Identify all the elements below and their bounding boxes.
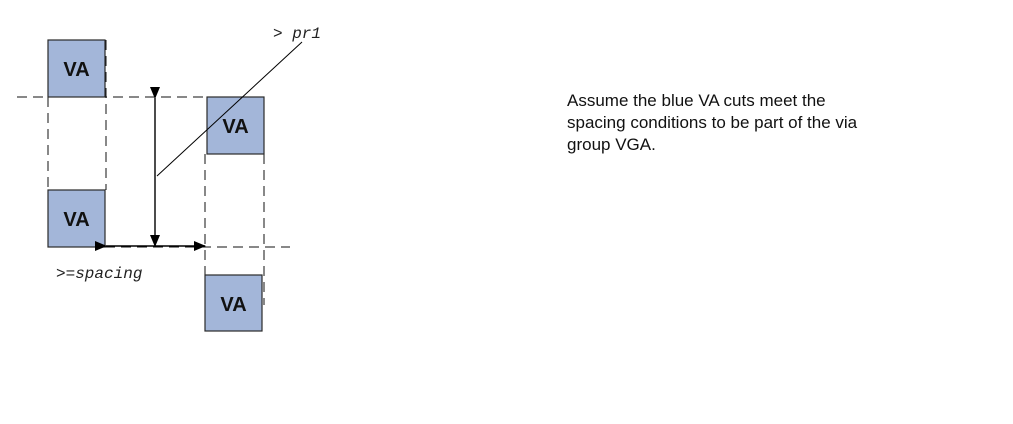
va-box-bottom-left: VA	[47, 189, 106, 248]
va-box-label: VA	[222, 116, 248, 138]
va-box-top-left: VA	[47, 39, 106, 98]
spacing-label: >=spacing	[56, 265, 143, 283]
va-box-label: VA	[63, 59, 89, 81]
va-box-bottom-right: VA	[204, 274, 263, 332]
spacing-value: spacing	[75, 265, 143, 283]
note-line: Assume the blue VA cuts meet the	[567, 91, 826, 110]
va-box-label: VA	[220, 294, 246, 316]
va-box-label: VA	[63, 209, 89, 231]
pr1-label: > pr1	[273, 25, 321, 43]
spacing-prefix: >=	[56, 265, 75, 283]
pr1-leader-line	[156, 41, 303, 177]
description-note: Assume the blue VA cuts meet the spacing…	[567, 90, 947, 156]
pr1-value: pr1	[291, 25, 321, 43]
va-box-top-right: VA	[206, 96, 265, 155]
note-line: group VGA.	[567, 135, 656, 154]
note-line: spacing conditions to be part of the via	[567, 113, 858, 132]
via-spacing-diagram: VA VA VA VA > pr1 >=spacing	[17, 25, 321, 332]
pr1-prefix: >	[273, 25, 292, 43]
